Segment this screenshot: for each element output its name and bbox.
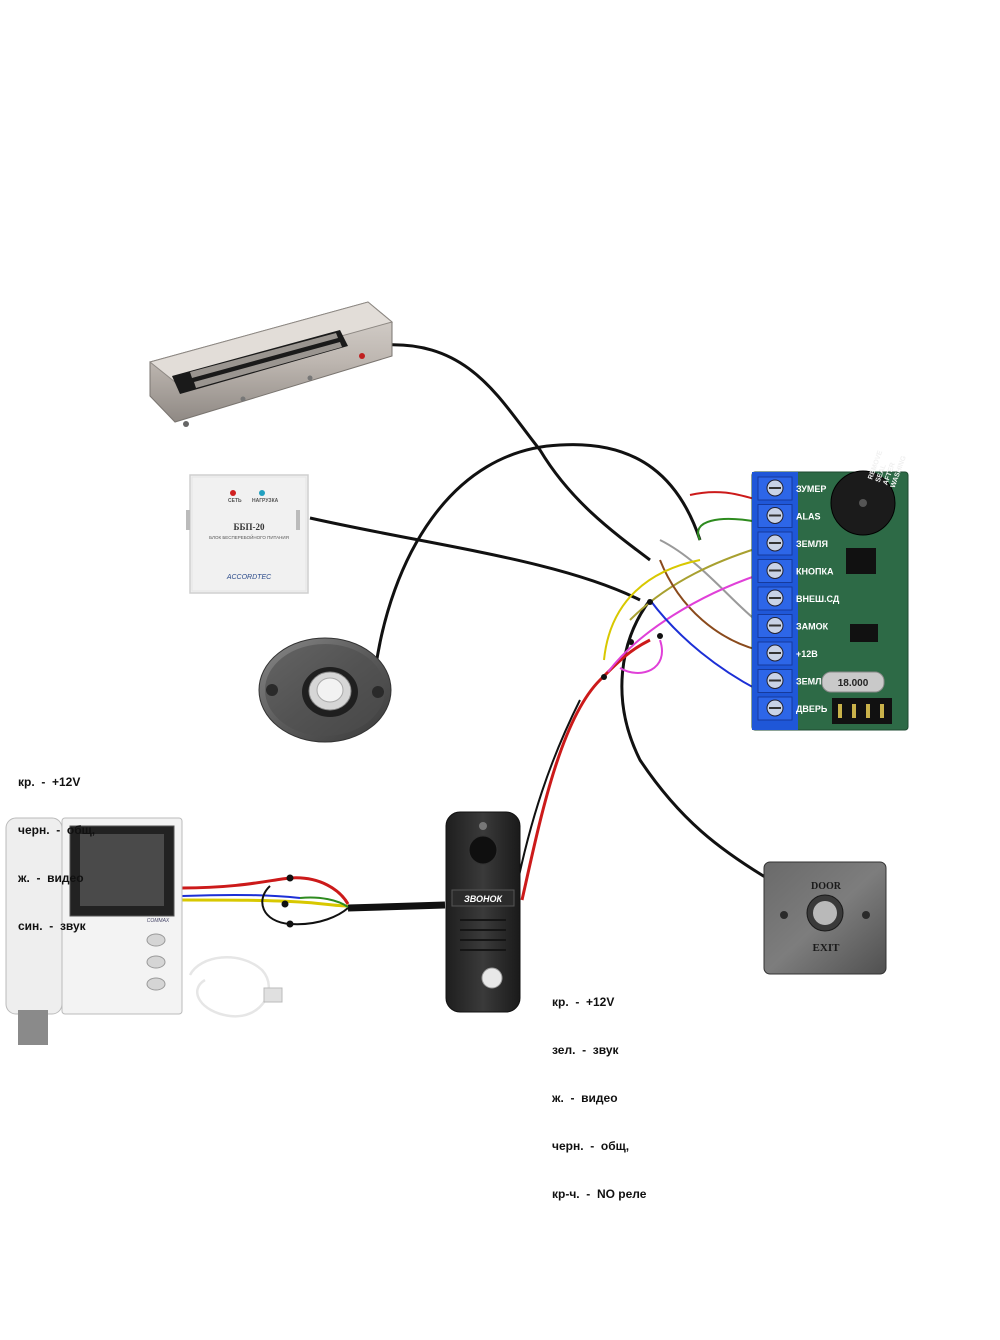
wire-panel-red [520,638,651,901]
exit-button-plate: DOOR EXIT [763,861,887,975]
terminal-screw-6 [757,641,793,666]
terminal-screw-5 [757,614,793,638]
handset-cord [18,1010,48,1045]
psu-subtitle-label: БЛОК БЕСПЕРЕБОЙНОГО ПИТАНИЯ [209,533,289,540]
terminal-label: КНОПКА [796,567,834,577]
wires-group [181,343,771,928]
terminal-label: ЗУМЕР [796,484,826,494]
terminal-label: ЗАМОК [796,622,829,632]
access-controller-board: ЗУМЕР ALAS ЗЕМЛЯ КНОПКА ВНЕШ.СД ЗАМОК +12В ЗЕМЛ… [751,449,909,731]
camera-lens-icon [468,835,498,865]
terminal-block [757,476,793,721]
cable-monitor-black [347,901,446,912]
psu-model-label: ББП-20 [234,522,265,532]
monitor-legend-line: кр. - +12V [18,775,81,789]
panel-wire-legend: кр. - +12V зел. - звук ж. - видео черн. … [552,962,646,1218]
psu-brand-label: ACCORDTEC [226,574,272,581]
exit-top-label: DOOR [811,881,842,892]
terminal-screw-4 [757,586,793,611]
monitor-button-1[interactable] [146,933,166,947]
magnetic-lock [148,301,394,427]
monitor-legend-line: ж. - видео [18,871,84,885]
panel-legend-line: кр-ч. - NO реле [552,1187,647,1201]
wire-gray [659,539,759,623]
crystal-oscillator [821,671,885,693]
wire-magenta [607,574,759,673]
psu-led-right-label: НАГРУЗКА [252,498,279,504]
terminal-screw-8 [757,696,793,721]
controller-transistor [850,624,878,642]
power-plug-icon [263,987,283,1003]
monitor-legend-line: син. - звук [18,919,86,933]
round-push-button [258,637,392,743]
terminal-screw-3 [757,559,793,583]
terminal-screw-1 [757,504,793,528]
controller-chip [846,548,876,574]
terminal-label: +12В [796,649,818,659]
wire-blue [649,599,759,691]
junction-dots [281,599,663,928]
monitor-legend-line: черн. - общ, [18,823,96,837]
wire-power-black [309,516,641,602]
door-panel-label: ЗВОНОК [464,894,504,904]
monitor-button-2[interactable] [146,955,166,969]
power-led-icon [230,490,236,496]
wire-monitor-blue [181,893,301,899]
terminal-label: ALAS [796,512,821,522]
call-button[interactable] [481,967,503,989]
wire-monitor-yellow [181,898,349,908]
wire-panel-black [514,699,581,896]
wire-red [689,491,759,501]
panel-legend-line: черн. - общ, [552,1139,630,1153]
wire-magenta-2 [619,639,663,674]
panel-legend-line: ж. - видео [552,1091,618,1105]
terminal-screw-2 [757,531,793,556]
monitor-wire-legend: кр. - +12V черн. - общ, ж. - видео син. … [18,742,95,950]
monitor-brand-label: COMMAX [147,918,170,924]
terminal-label: ДВЕРЬ [796,704,828,714]
wire-button-black [373,443,702,673]
wire-yellow [603,559,701,661]
crystal-label: 18.000 [838,678,869,689]
terminal-label: ЗЕМЛ [796,677,821,687]
terminal-screw-7 [757,669,793,693]
video-intercom-monitor: COMMAX [5,817,283,1045]
terminal-label: ЗЕМЛЯ [796,539,828,549]
wire-brown [659,559,759,651]
wire-monitor-green [299,896,349,908]
power-cord [188,956,270,1018]
exit-bottom-label: EXIT [813,942,841,954]
power-supply: СЕТЬ НАГРУЗКА ББП-20 БЛОК БЕСПЕРЕБОЙНОГО… [186,474,309,594]
monitor-button-3[interactable] [146,977,166,991]
outdoor-call-panel: ЗВОНОК [445,811,521,1013]
terminal-label: ВНЕШ.СД [796,594,840,604]
wire-green [697,518,759,541]
load-led-icon [259,490,265,496]
panel-legend-line: кр. - +12V [552,995,615,1009]
terminal-screw-0 [757,476,793,501]
wire-olive [629,547,759,621]
panel-legend-line: зел. - звук [552,1043,619,1057]
psu-led-left-label: СЕТЬ [228,498,242,504]
wire-maglock [382,343,651,562]
